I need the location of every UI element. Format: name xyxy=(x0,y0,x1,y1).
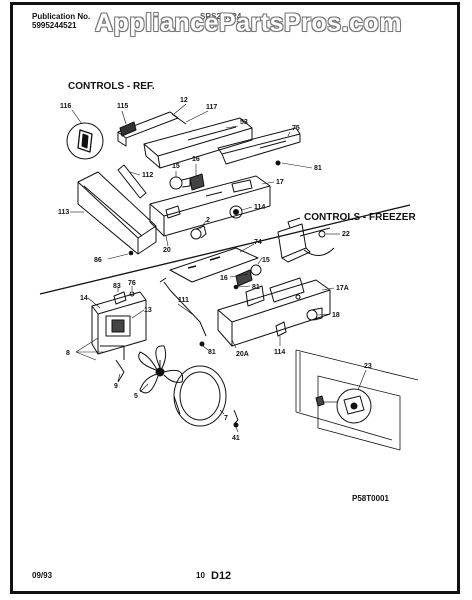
callout-112: 112 xyxy=(142,172,153,179)
callout-22: 22 xyxy=(342,231,350,238)
callout-20: 20 xyxy=(163,247,171,254)
page-code: D12 xyxy=(211,570,232,582)
publication-number: 5995244521 xyxy=(32,21,77,30)
publication-label: Publication No. xyxy=(32,12,91,21)
callout-9: 9 xyxy=(114,383,118,390)
page-number: 10 xyxy=(196,571,205,580)
watermark-text: AppliancePartsPros.com xyxy=(95,9,402,37)
callout-75: 75 xyxy=(292,125,300,132)
callout-15-freezer: 15 xyxy=(262,257,270,264)
callout-74: 74 xyxy=(254,239,262,246)
callout-20A: 20A xyxy=(236,351,249,358)
callout-115: 115 xyxy=(117,103,128,110)
callout-14: 14 xyxy=(80,295,88,302)
model-number: SRS20NR4 xyxy=(200,12,242,21)
callout-16-freezer: 16 xyxy=(220,275,228,282)
callout-76: 76 xyxy=(128,280,136,287)
callout-114-freezer: 114 xyxy=(274,349,285,356)
callout-8: 8 xyxy=(66,350,70,357)
callout-116: 116 xyxy=(60,103,71,110)
callout-5: 5 xyxy=(134,393,138,400)
callout-12: 12 xyxy=(180,97,188,104)
callout-15: 15 xyxy=(172,163,180,170)
section-divider-line xyxy=(39,204,411,295)
section-title-ref: CONTROLS - REF. xyxy=(68,81,155,92)
callout-53: 53 xyxy=(240,119,248,126)
part-116-detail-circle xyxy=(66,122,104,160)
callout-113: 113 xyxy=(58,209,69,216)
callout-86: 86 xyxy=(94,257,102,264)
page-frame xyxy=(10,2,460,594)
drawing-code: P58T0001 xyxy=(352,494,389,503)
callout-83: 83 xyxy=(113,283,121,290)
callout-81-top: 81 xyxy=(314,165,322,172)
callout-17A: 17A xyxy=(336,285,349,292)
callout-114-ref: 114 xyxy=(254,204,265,211)
revision-date: 09/93 xyxy=(32,571,53,580)
callout-111: 111 xyxy=(178,297,189,304)
callout-2: 2 xyxy=(206,217,210,224)
callout-18: 18 xyxy=(332,312,340,319)
callout-23: 23 xyxy=(364,363,372,370)
callout-41: 41 xyxy=(232,435,240,442)
callout-7: 7 xyxy=(224,415,228,422)
callout-81-mid: 81 xyxy=(252,284,260,291)
callout-13: 13 xyxy=(144,307,152,314)
callout-16: 16 xyxy=(192,156,200,163)
callout-17: 17 xyxy=(276,179,284,186)
callout-117: 117 xyxy=(206,104,217,111)
callout-81-low: 81 xyxy=(208,349,216,356)
